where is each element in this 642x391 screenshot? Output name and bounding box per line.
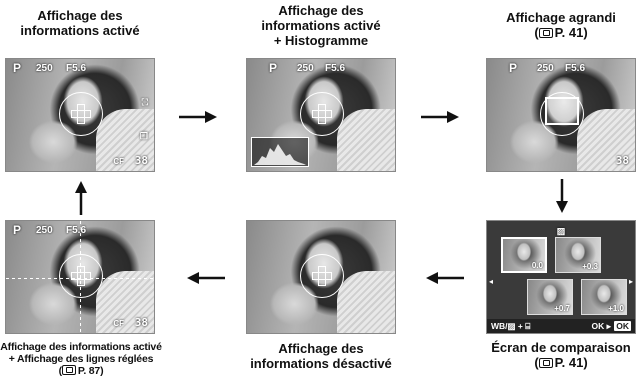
caption-info-histogram: Affichage des informations activé + Hist… <box>261 3 381 48</box>
arrow-right-icon <box>421 111 459 123</box>
shot-counter: 38 <box>134 316 148 329</box>
arrow-left-icon <box>426 272 464 284</box>
arrow-right-icon <box>179 111 217 123</box>
metering-icon: ⛶ <box>141 97 148 107</box>
af-target-ring <box>300 254 344 298</box>
aperture-label: F5.6 <box>325 63 346 74</box>
mode-label: P <box>269 61 278 75</box>
histogram-curve <box>254 144 306 165</box>
exposure-comp-icon: ▨ <box>556 226 566 236</box>
arrow-up-icon <box>75 181 87 215</box>
screen-info-grid: P 250 F5.6 CF 38 <box>5 220 155 334</box>
aperture-label: F5.6 <box>66 225 87 236</box>
card-label: CF <box>113 319 124 328</box>
caption-info-on: Affichage des informations activé <box>20 8 140 38</box>
card-label: CF <box>113 157 124 166</box>
zoom-area-box <box>545 97 579 125</box>
af-target-cross <box>71 266 91 286</box>
shot-counter: 38 <box>615 154 629 167</box>
screen-zoomed: P 250 F5.6 38 <box>486 58 636 172</box>
caption-zoomed: Affichage agrandi (P. 41) <box>506 10 616 40</box>
page-ref-icon <box>538 28 553 38</box>
histogram <box>251 137 309 167</box>
shutter-label: 250 <box>297 63 314 74</box>
nav-right-icon: ▸ <box>628 277 633 286</box>
comparison-thumb: +1.0 <box>581 279 627 315</box>
af-target-cross <box>312 104 332 124</box>
af-target-ring <box>59 92 103 136</box>
aperture-label: F5.6 <box>565 63 586 74</box>
arrow-down-icon <box>556 179 568 213</box>
af-target-cross <box>71 104 91 124</box>
screen-info-histogram: P 250 F5.6 <box>246 58 396 172</box>
mode-label: P <box>13 223 22 237</box>
mode-label: P <box>509 61 518 75</box>
shutter-label: 250 <box>36 63 53 74</box>
screen-info-off <box>246 220 396 334</box>
drive-icon: ❐ <box>139 131 148 141</box>
comparison-bottom-bar: WB/▨ + ⌸ OK ▸ OK <box>487 319 635 333</box>
page-ref-icon <box>538 358 553 368</box>
comparison-thumb: 0.0 <box>501 237 547 273</box>
caption-info-off: Affichage des informations désactivé <box>250 341 392 371</box>
nav-left-icon: ◂ <box>489 277 494 286</box>
comparison-thumb: +0.7 <box>527 279 573 315</box>
caption-info-grid: Affichage des informations activé + Affi… <box>0 341 162 377</box>
af-target-ring <box>59 254 103 298</box>
page-ref-icon <box>61 365 76 375</box>
shutter-label: 250 <box>36 225 53 236</box>
mode-label: P <box>13 61 22 75</box>
screen-info-on: P 250 F5.6 ⛶ ❐ CF 38 <box>5 58 155 172</box>
af-target-ring <box>540 92 584 136</box>
af-target-ring <box>300 92 344 136</box>
shutter-label: 250 <box>537 63 554 74</box>
af-target-cross <box>312 266 332 286</box>
arrow-left-icon <box>187 272 225 284</box>
aperture-label: F5.6 <box>66 63 87 74</box>
screen-comparison: ▨ ◂ ▸ 0.0 +0.3 +0.7 +1.0 WB/▨ + ⌸ OK ▸ O… <box>486 220 636 334</box>
caption-comparison: Écran de comparaison (P. 41) <box>491 340 631 370</box>
comparison-thumb: +0.3 <box>555 237 601 273</box>
shot-counter: 38 <box>134 154 148 167</box>
